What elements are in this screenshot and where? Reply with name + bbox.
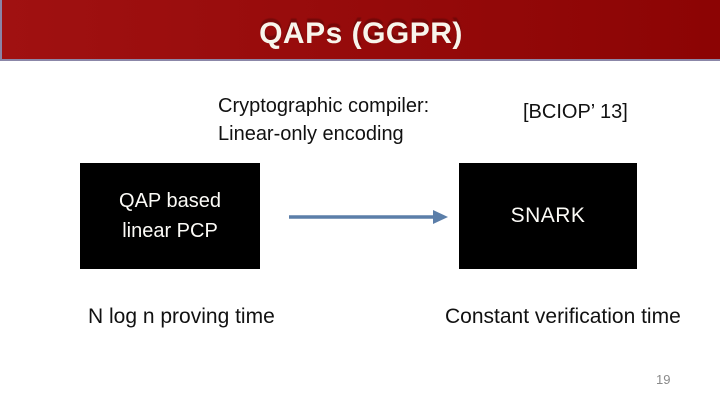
slide-title: QAPs (GGPR) <box>259 16 463 50</box>
page-number: 19 <box>656 372 671 387</box>
compiler-text: Cryptographic compiler: Linear-only enco… <box>218 92 429 148</box>
compiler-text-line2: Linear-only encoding <box>218 123 404 145</box>
qap-linear-pcp-box: QAP based linear PCP <box>80 163 260 269</box>
verification-time-caption: Constant verification time <box>445 305 681 328</box>
slide-title-bar: QAPs (GGPR) <box>0 0 720 61</box>
flow-arrow-icon <box>289 210 448 224</box>
proving-time-caption: N log n proving time <box>88 305 275 328</box>
qap-box-line2: linear PCP <box>122 220 218 242</box>
snark-box-label: SNARK <box>510 204 586 227</box>
citation-label: [BCIOP’ 13] <box>523 101 628 123</box>
qap-box-line1: QAP based <box>119 190 221 212</box>
snark-box: SNARK <box>459 163 637 269</box>
compiler-text-line1: Cryptographic compiler: <box>218 95 430 117</box>
